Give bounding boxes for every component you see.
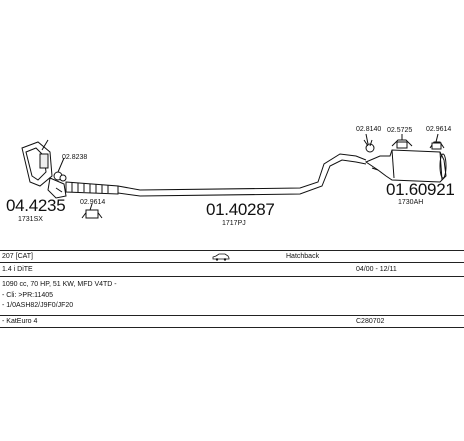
hanger-rear-2-code: 02.9614 [426,126,452,133]
reference-line: - 1/0ASH82/J9F0/JF20 [2,302,74,309]
hanger-front-code: 02.9614 [80,199,106,206]
middle-pipe-code: 01.40287 [206,200,275,219]
table-rule [0,262,464,263]
engine-specs: 1090 cc, 70 HP, 51 KW, MFD V4TD - [2,281,117,288]
table-rule [0,250,464,251]
hanger-rear-1-code: 02.5725 [387,127,413,134]
hanger-front-drawing [81,209,103,219]
table-rule [0,327,464,328]
catalytic-converter-ref: 1731SX [18,216,43,223]
catalytic-converter-code: 04.4235 [6,196,66,215]
middle-pipe-ref: 1717PJ [222,220,246,227]
exhaust-drawing [21,133,447,219]
catalytic-converter-drawing [21,141,67,199]
flex-pipe-drawing [65,181,119,195]
table-rule [0,315,464,316]
production-period: 04/00 - 12/11 [356,266,397,273]
table-rule [0,276,464,277]
engine: 1.4 i DiTE [2,266,33,273]
rear-silencer-code: 01.60921 [386,180,455,199]
catalyst-note: - KatEuro 4 [2,318,38,325]
middle-pipe-drawing [117,153,367,197]
rear-silencer-drawing [364,149,447,183]
clamp-rear-drawing [363,139,375,153]
model-name: 207 [CAT] [2,253,33,260]
hatchback-car-icon [212,253,230,261]
catalogue-code: C280702 [356,318,385,325]
clamp-front-code: 02.8238 [62,154,88,161]
clip-reference: - Cli: >PR:11405 [2,292,54,299]
body-type: Hatchback [286,253,320,260]
clamp-front-drawing [53,171,67,182]
clamp-rear-code: 02.8140 [356,126,382,133]
rear-silencer-ref: 1730AH [398,199,424,206]
